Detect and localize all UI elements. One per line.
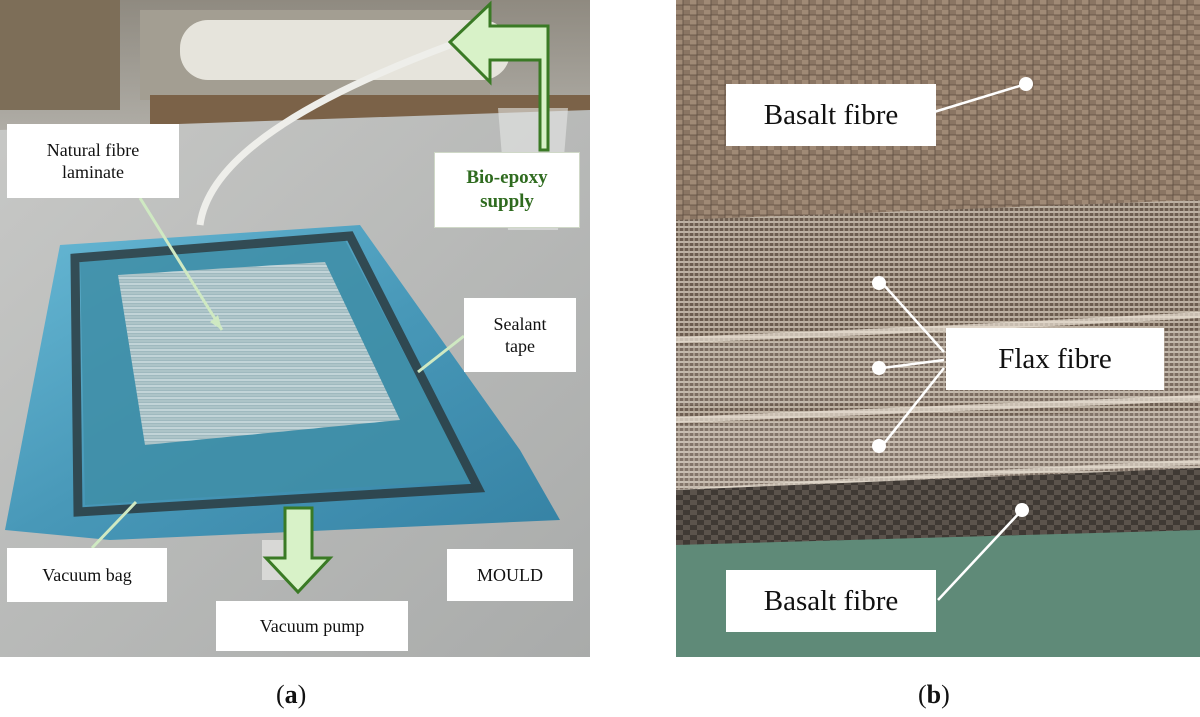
panel-a-photo: Natural fibre laminate Bio-epoxy supply … [0,0,590,657]
label-vacuum-bag: Vacuum bag [7,548,167,602]
caption-b: (b) [918,680,950,709]
label-flax-fibre: Flax fibre [946,328,1164,390]
label-mould: MOULD [447,549,573,601]
label-basalt-fibre-top: Basalt fibre [726,84,936,146]
label-basalt-fibre-bottom: Basalt fibre [726,570,936,632]
label-sealant-tape: Sealant tape [464,298,576,372]
label-vacuum-pump: Vacuum pump [216,601,408,651]
panel-b-photo: Basalt fibre Flax fibre Basalt fibre [676,0,1200,657]
caption-a: (a) [276,680,307,709]
label-bio-epoxy-supply: Bio-epoxy supply [434,152,580,228]
label-natural-fibre-laminate: Natural fibre laminate [7,124,179,198]
